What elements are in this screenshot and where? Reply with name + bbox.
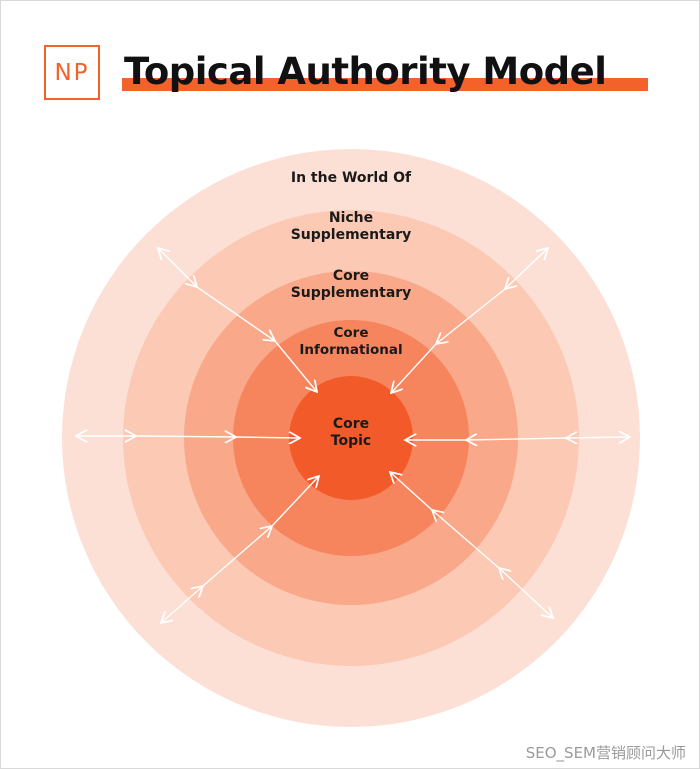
arrow-left-inner xyxy=(235,437,300,438)
arrow-lower-right xyxy=(499,568,553,618)
arrow-lower-left xyxy=(161,586,203,623)
np-logo: NP xyxy=(44,45,100,100)
title-block: Topical Authority Model xyxy=(120,50,650,96)
arrow-lower-right-2 xyxy=(432,510,500,569)
arrow-left-mid xyxy=(135,436,236,437)
title-highlight-bar xyxy=(122,78,648,91)
label-core-supp-line1: Core xyxy=(332,268,370,284)
label-niche-line1: Niche xyxy=(328,210,374,226)
ring-core-topic xyxy=(289,376,413,500)
arrow-upper-right xyxy=(505,248,548,289)
label-core-info-line2: Informational xyxy=(299,342,403,358)
label-in-the-world-of: In the World Of xyxy=(291,170,411,187)
page-title: Topical Authority Model xyxy=(124,50,607,93)
label-core-info-line1: Core xyxy=(333,325,369,341)
arrow-upper-right-3 xyxy=(391,343,437,393)
arrow-upper-left-3 xyxy=(274,340,317,392)
logo-text: NP xyxy=(54,59,90,86)
label-core-topic-line2: Topic xyxy=(330,433,372,449)
arrow-upper-left xyxy=(158,248,197,287)
label-core-informational: Core Informational xyxy=(299,325,402,359)
label-niche-line2: Supplementary xyxy=(290,227,412,243)
arrows xyxy=(76,248,630,623)
arrow-lower-left-2 xyxy=(202,526,272,587)
watermark: SEO_SEM营销顾问大师 xyxy=(525,744,686,762)
arrow-lower-right-3 xyxy=(390,472,433,511)
label-niche-supplementary: Niche Supplementary xyxy=(291,210,412,244)
arrow-upper-left-2 xyxy=(196,286,275,341)
label-core-supplementary: Core Supplementary xyxy=(291,268,412,302)
label-world-text: In the World Of xyxy=(290,170,412,186)
arrow-upper-right-2 xyxy=(436,288,506,344)
label-core-topic: Core Topic xyxy=(331,416,371,450)
arrow-right-mid xyxy=(466,438,567,440)
label-core-supp-line2: Supplementary xyxy=(290,285,412,301)
label-core-topic-line1: Core xyxy=(332,416,370,432)
arrow-lower-left-3 xyxy=(271,476,319,527)
arrow-right-outer xyxy=(566,437,630,438)
